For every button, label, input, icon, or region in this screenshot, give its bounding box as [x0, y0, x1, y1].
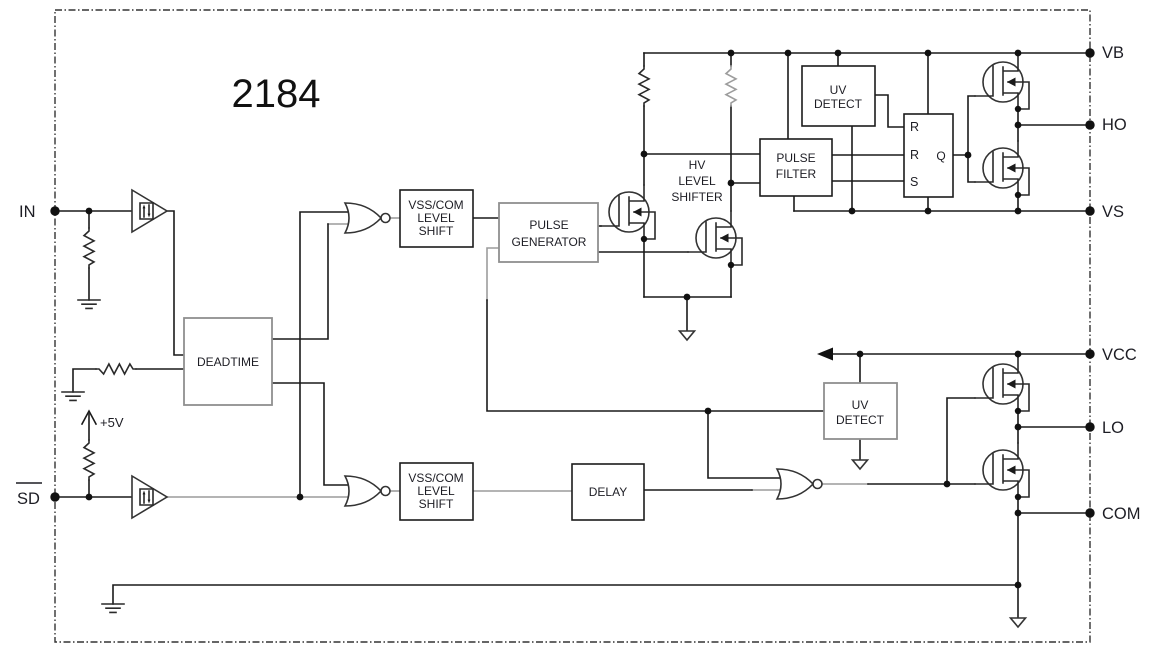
pulse-filter-label: FILTER	[776, 167, 817, 181]
ground-icon	[101, 603, 125, 614]
pin-label-lo: LO	[1102, 419, 1124, 437]
junction-dots	[85, 49, 1022, 589]
uv-detect-bottom-label: UV	[852, 398, 869, 412]
latch-s-label: S	[910, 175, 918, 189]
mosfet-ho-high	[974, 54, 1030, 113]
pulse-generator-label: PULSE	[529, 218, 568, 232]
down-arrow-icon	[851, 459, 869, 470]
schmitt-buffer-sd	[131, 475, 168, 519]
ground-symbols	[61, 299, 125, 614]
down-arrow-icon	[678, 330, 696, 341]
latch-r-top-label: R	[910, 120, 919, 134]
nor-gate-lo-driver	[776, 468, 823, 500]
delay-label: DELAY	[589, 485, 627, 499]
arrow-symbols	[678, 330, 1027, 628]
nor-gate-low-side	[344, 475, 391, 507]
vss-com-bottom-label: LEVEL	[417, 484, 455, 498]
hv-level-shifter-label: HV	[689, 158, 706, 172]
pin-label-in: IN	[19, 203, 36, 221]
pulse-generator-label: GENERATOR	[512, 235, 587, 249]
pin-ho	[1085, 120, 1095, 130]
pin-label-com: COM	[1102, 505, 1141, 523]
deadtime-label: DEADTIME	[197, 355, 259, 369]
pin-com	[1085, 508, 1095, 518]
uv-detect-bottom-block	[823, 382, 898, 440]
resistor-bootstrap-1	[638, 65, 650, 107]
pin-lo	[1085, 422, 1095, 432]
ground-icon	[61, 391, 85, 402]
deadtime-block	[183, 317, 273, 406]
pin-label-vb: VB	[1102, 44, 1124, 62]
latch-r-mid-label: R	[910, 148, 919, 162]
pin-in	[50, 206, 60, 216]
mosfet-hv-shifter-1	[600, 184, 656, 243]
uv-detect-top-block	[801, 65, 876, 127]
pin-label-ho: HO	[1102, 116, 1127, 134]
schmitt-buffer-in	[131, 189, 168, 233]
mosfet-ho-low	[974, 140, 1030, 199]
resistor-bootstrap-2	[725, 65, 737, 107]
mosfet-lo-high	[974, 356, 1030, 416]
pin-label-vcc: VCC	[1102, 346, 1137, 364]
resistor-in-pulldown	[83, 227, 95, 269]
uv-detect-top-label: DETECT	[814, 97, 863, 111]
vss-com-bottom-label: VSS/COM	[408, 471, 463, 485]
pin-dots	[50, 48, 1095, 518]
resistor-symbols	[83, 65, 737, 481]
labels: 2184 IN SD VB HO VS VCC LO COM +5V DEADT…	[16, 44, 1141, 523]
pin-vs	[1085, 206, 1095, 216]
vss-com-top-label: SHIFT	[419, 224, 454, 238]
vss-com-level-shift-bottom-block	[399, 462, 474, 521]
pulse-filter-block	[759, 138, 833, 197]
hv-level-shifter-label: SHIFTER	[671, 190, 723, 204]
delay-block	[571, 463, 645, 521]
pin-sd	[50, 492, 60, 502]
vss-com-top-label: LEVEL	[417, 211, 455, 225]
pulse-generator-block	[498, 202, 599, 263]
pin-vb	[1085, 48, 1095, 58]
ic-boundary	[54, 9, 1091, 643]
uv-detect-bottom-label: DETECT	[836, 413, 885, 427]
resistor-deadtime	[95, 363, 137, 375]
hv-level-shifter-label: LEVEL	[678, 174, 716, 188]
pin-label-sd: SD	[17, 490, 40, 508]
vss-com-bottom-label: SHIFT	[419, 497, 454, 511]
mosfet-lo-low	[974, 442, 1030, 502]
vss-com-level-shift-top-block	[399, 189, 474, 248]
down-arrow-icon	[1009, 617, 1027, 628]
pin-vcc	[1085, 349, 1095, 359]
uv-detect-top-label: UV	[830, 83, 847, 97]
vss-com-top-label: VSS/COM	[408, 198, 463, 212]
supply-5v-label: +5V	[100, 415, 124, 430]
ground-icon	[77, 299, 101, 310]
rs-latch-block	[903, 113, 954, 198]
pulse-filter-label: PULSE	[776, 151, 815, 165]
latch-q-label: Q	[936, 149, 945, 163]
mosfet-hv-shifter-2	[687, 210, 743, 270]
vcc-arrow-icon	[817, 347, 833, 361]
resistor-sd-pullup	[83, 439, 95, 481]
function-blocks	[183, 65, 954, 521]
part-title: 2184	[232, 72, 321, 116]
pin-label-vs: VS	[1102, 203, 1124, 221]
nor-gate-high-side	[344, 202, 391, 234]
muted-wires	[166, 217, 869, 498]
